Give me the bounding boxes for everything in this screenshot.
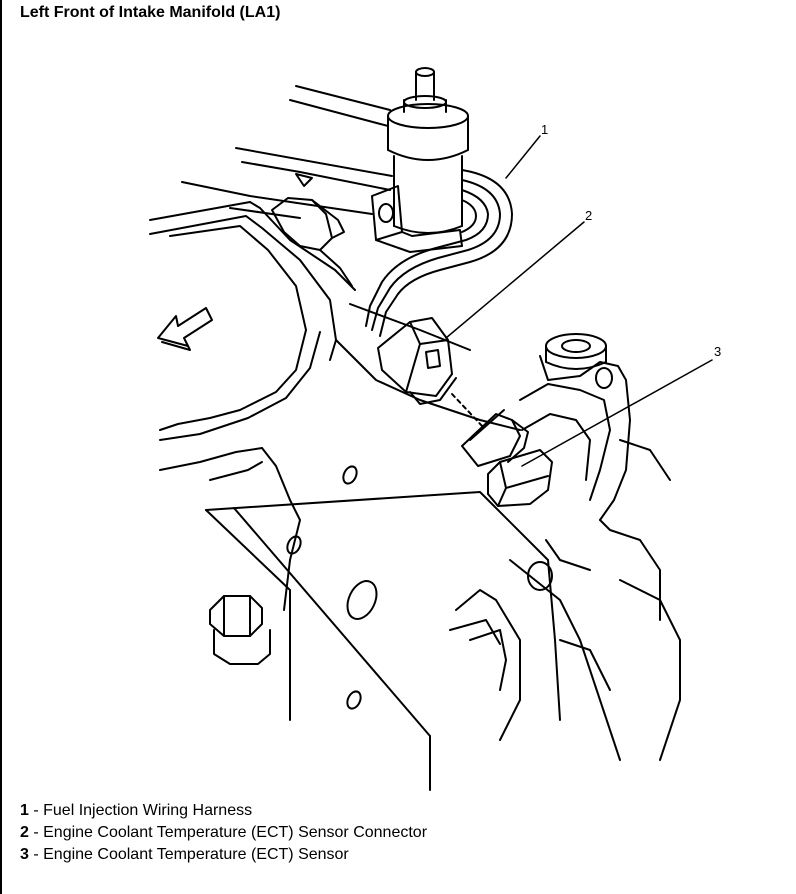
legend-separator: -: [28, 824, 44, 841]
ect-sensor: [461, 409, 553, 507]
intake-manifold-body: [149, 197, 521, 611]
manifold-bolt: [209, 595, 271, 665]
fuel-pressure-regulator: [371, 67, 469, 253]
legend-separator: -: [28, 846, 44, 863]
leader-line-2: [445, 221, 585, 339]
leader-line-1: [505, 135, 541, 179]
callout-leaders: [445, 135, 713, 467]
legend-item: 3 - Engine Coolant Temperature (ECT) Sen…: [20, 844, 427, 866]
direction-arrow-icon: [157, 307, 213, 351]
leader-line-3: [521, 359, 713, 467]
left-border: [0, 0, 2, 894]
callout-3: 3: [714, 344, 721, 359]
legend-text: Engine Coolant Temperature (ECT) Sensor …: [43, 824, 428, 841]
legend-number: 3: [20, 846, 29, 863]
legend: 1 - Fuel Injection Wiring Harness 2 - En…: [20, 800, 427, 866]
legend-text: Engine Coolant Temperature (ECT) Sensor: [43, 846, 349, 863]
legend-separator: -: [28, 802, 44, 819]
callout-2: 2: [585, 208, 592, 223]
thermostat-housing: [449, 333, 681, 761]
connection-dashed-line: [451, 393, 485, 429]
legend-item: 1 - Fuel Injection Wiring Harness: [20, 800, 427, 822]
ect-connector: [377, 317, 457, 405]
callout-1: 1: [541, 122, 548, 137]
legend-item: 2 - Engine Coolant Temperature (ECT) Sen…: [20, 822, 427, 844]
legend-number: 1: [20, 802, 29, 819]
page-title: Left Front of Intake Manifold (LA1): [20, 4, 281, 21]
legend-number: 2: [20, 824, 29, 841]
cylinder-head-plate: [205, 465, 561, 791]
wiring-harness: [365, 169, 513, 337]
legend-text: Fuel Injection Wiring Harness: [43, 802, 253, 819]
